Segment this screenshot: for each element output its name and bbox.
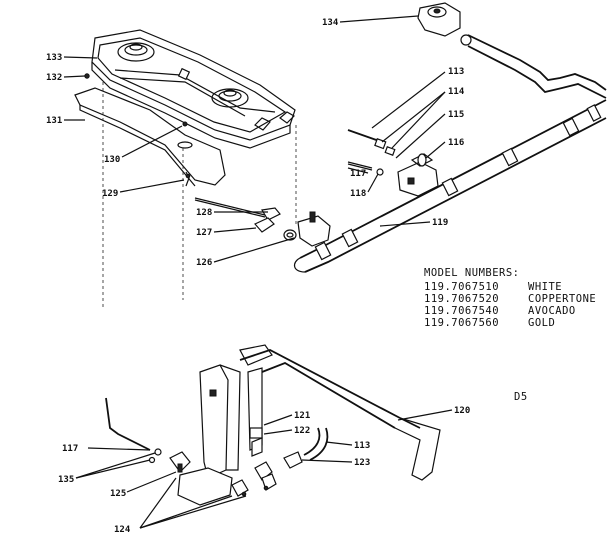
part-label-127: 127 [196, 228, 212, 238]
leader-lines [63, 15, 453, 529]
part-label-128: 128 [196, 208, 212, 218]
part-labels: 134 133 132 131 130 129 128 127 126 113 … [46, 18, 470, 535]
model-color: GOLD [528, 317, 555, 329]
model-number: 119.7067520 [424, 293, 499, 305]
part-label-129: 129 [102, 189, 118, 199]
part-label-131: 131 [46, 116, 62, 126]
part-label-134: 134 [322, 18, 339, 28]
part-label-124: 124 [114, 525, 131, 535]
burner-assembly-drawing [74, 29, 331, 310]
model-number: 119.7067560 [424, 317, 499, 329]
valve-frame-drawing [105, 344, 441, 506]
part-label-133: 133 [46, 53, 62, 63]
part-label-118: 118 [350, 189, 366, 199]
manifold-assembly-drawing [294, 2, 607, 273]
part-label-120: 120 [454, 406, 470, 416]
part-label-113-bottom: 113 [354, 441, 370, 451]
model-color: WHITE [528, 281, 562, 293]
part-label-115: 115 [448, 110, 464, 120]
model-numbers-heading: MODEL NUMBERS: [424, 267, 520, 279]
part-label-117-top: 117 [350, 169, 366, 179]
model-color: COPPERTONE [528, 293, 596, 305]
part-label-135: 135 [58, 475, 74, 485]
part-label-132: 132 [46, 73, 62, 83]
part-label-113-top: 113 [448, 67, 464, 77]
part-label-116: 116 [448, 138, 464, 148]
part-label-123: 123 [354, 458, 370, 468]
part-label-121: 121 [294, 411, 310, 421]
part-label-126: 126 [196, 258, 212, 268]
part-label-130: 130 [104, 155, 120, 165]
part-label-117-bottom: 117 [62, 444, 78, 454]
part-label-114: 114 [448, 87, 465, 97]
model-color: AVOCADO [528, 305, 576, 317]
part-label-119: 119 [432, 218, 448, 228]
model-number: 119.7067510 [424, 281, 499, 293]
model-number: 119.7067540 [424, 305, 499, 317]
part-label-125: 125 [110, 489, 126, 499]
part-label-122: 122 [294, 426, 310, 436]
page-code: D5 [514, 391, 528, 403]
model-numbers-block: MODEL NUMBERS: 119.7067510 WHITE 119.706… [424, 267, 596, 403]
